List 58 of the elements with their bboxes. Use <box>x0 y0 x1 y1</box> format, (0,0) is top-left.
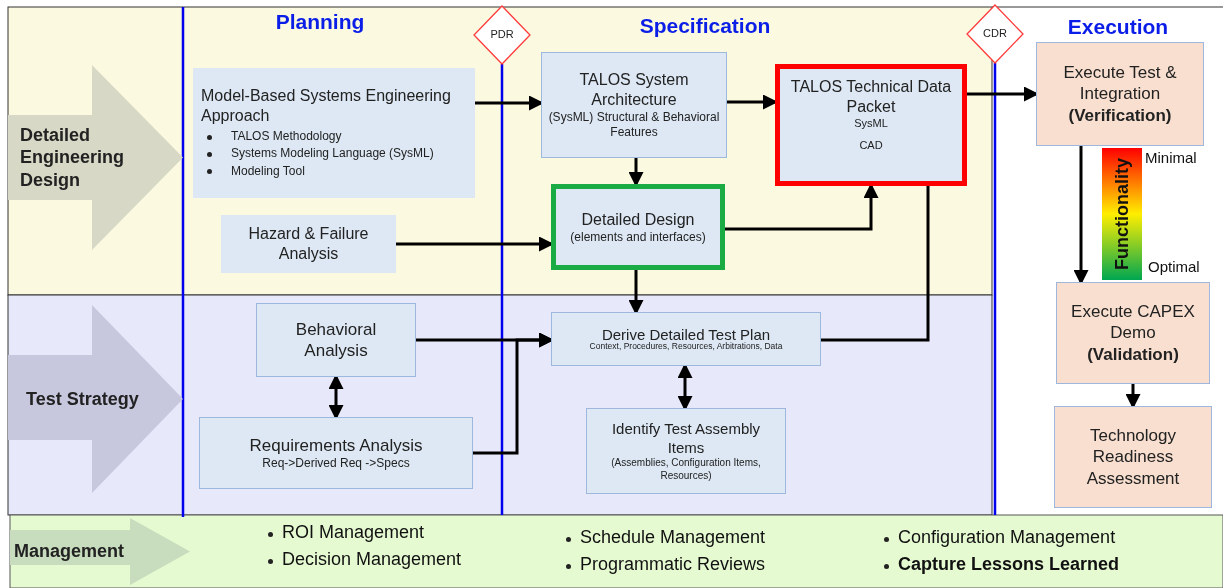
box-subtext: CAD <box>859 138 883 153</box>
box-title: Identify Test Assembly Items <box>610 419 762 458</box>
bullet-item: ROI Management <box>282 522 425 543</box>
phase-title: Execution <box>1067 15 1169 39</box>
box-title: Behavioral Analysis <box>294 318 378 362</box>
phase-title: Specification <box>639 14 771 38</box>
process-box <box>551 312 821 366</box>
lane-arrow <box>10 518 190 585</box>
bullet-item: Programmatic Reviews <box>580 554 766 575</box>
scale-label: Optimal <box>1148 258 1200 275</box>
box-subtext: SysML <box>854 117 888 131</box>
process-box <box>1054 406 1212 508</box>
process-box <box>221 215 396 273</box>
box-subtext: (SysML) Structural & Behavioral Features <box>547 110 721 140</box>
bullet-item: Modeling Tool <box>231 162 305 180</box>
milestone-label: CDR <box>983 27 1007 41</box>
box-subtext: Context, Procedures, Resources, Arbitrations, Data <box>589 342 783 352</box>
scale-label: Minimal <box>1145 149 1197 166</box>
box-subtext: (Validation) <box>1087 343 1179 365</box>
box-title: Execute Test & Integration <box>1062 62 1178 105</box>
bullet-item: Capture Lessons Learned <box>898 554 1120 575</box>
box-title: Technology Readiness Assessment <box>1085 425 1181 489</box>
bullet-item: Systems Modeling Language (SysML) <box>231 145 434 163</box>
phase-title: Planning <box>275 10 365 34</box>
process-box <box>256 303 416 377</box>
milestone-diamond <box>473 5 531 65</box>
process-box <box>586 408 786 494</box>
process-box <box>1056 282 1210 384</box>
process-box <box>541 52 727 158</box>
bullet-item: Configuration Management <box>898 527 1116 548</box>
milestone-label: PDR <box>490 28 514 42</box>
scale-label: Functionality <box>1111 158 1133 270</box>
box-title: Hazard & Failure Analysis <box>247 224 370 264</box>
box-title: Execute CAPEX Demo <box>1070 301 1196 344</box>
bullet-item: TALOS Methodology <box>231 127 342 145</box>
bullet-item: Schedule Management <box>580 527 766 548</box>
process-box <box>199 417 473 489</box>
box-title: Model-Based Systems Engineering Approach <box>201 85 452 126</box>
process-box <box>193 68 475 198</box>
process-box <box>775 64 967 186</box>
box-subtext: (elements and interfaces) <box>570 229 706 245</box>
box-subtext: Req->Derived Req ->Specs <box>262 456 410 472</box>
lane-arrow <box>8 65 183 250</box>
bullet-item: Decision Management <box>282 549 462 570</box>
box-subtext: (Verification) <box>1068 104 1172 126</box>
lane-title: Management <box>14 540 125 563</box>
box-title: Detailed Design <box>581 209 695 230</box>
lane-arrow <box>8 305 183 493</box>
box-title: TALOS Technical Data Packet <box>789 77 953 117</box>
box-title: TALOS System Architecture <box>578 70 690 110</box>
box-title: Requirements Analysis <box>249 434 423 457</box>
box-title: Derive Detailed Test Plan <box>601 326 771 343</box>
process-box <box>551 184 725 270</box>
milestone-diamond <box>966 4 1024 64</box>
process-box <box>1036 42 1204 146</box>
box-subtext: (Assemblies, Configuration Items, Resources) <box>610 457 762 483</box>
lane-title: Detailed Engineering Design <box>20 123 125 192</box>
lane-title: Test Strategy <box>26 387 139 411</box>
